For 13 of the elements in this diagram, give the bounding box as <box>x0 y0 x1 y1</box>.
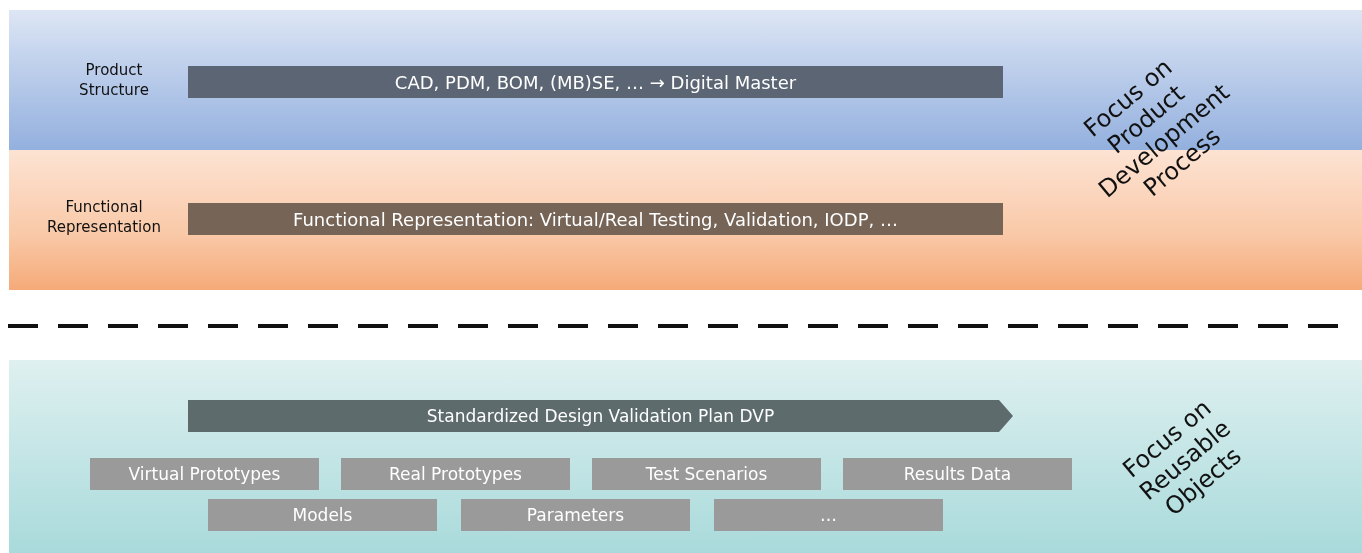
process-bar: Test Scenarios <box>592 458 821 490</box>
process-bar: Parameters <box>461 499 690 531</box>
lane-heading: Functional Representation <box>46 197 162 237</box>
process-bar: … <box>714 499 943 531</box>
process-bar: Virtual Prototypes <box>90 458 319 490</box>
swimlane-band <box>9 360 1362 553</box>
process-bar: CAD, PDM, BOM, (MB)SE, … → Digital Master <box>188 66 1003 98</box>
process-bar: Real Prototypes <box>341 458 570 490</box>
lane-heading: Product Structure <box>78 60 150 100</box>
process-bar: Results Data <box>843 458 1072 490</box>
process-bar: Models <box>208 499 437 531</box>
process-chevron: Standardized Design Validation Plan DVP <box>188 400 1013 432</box>
process-bar: Functional Representation: Virtual/Real Testing, Validation, IODP, … <box>188 203 1003 235</box>
